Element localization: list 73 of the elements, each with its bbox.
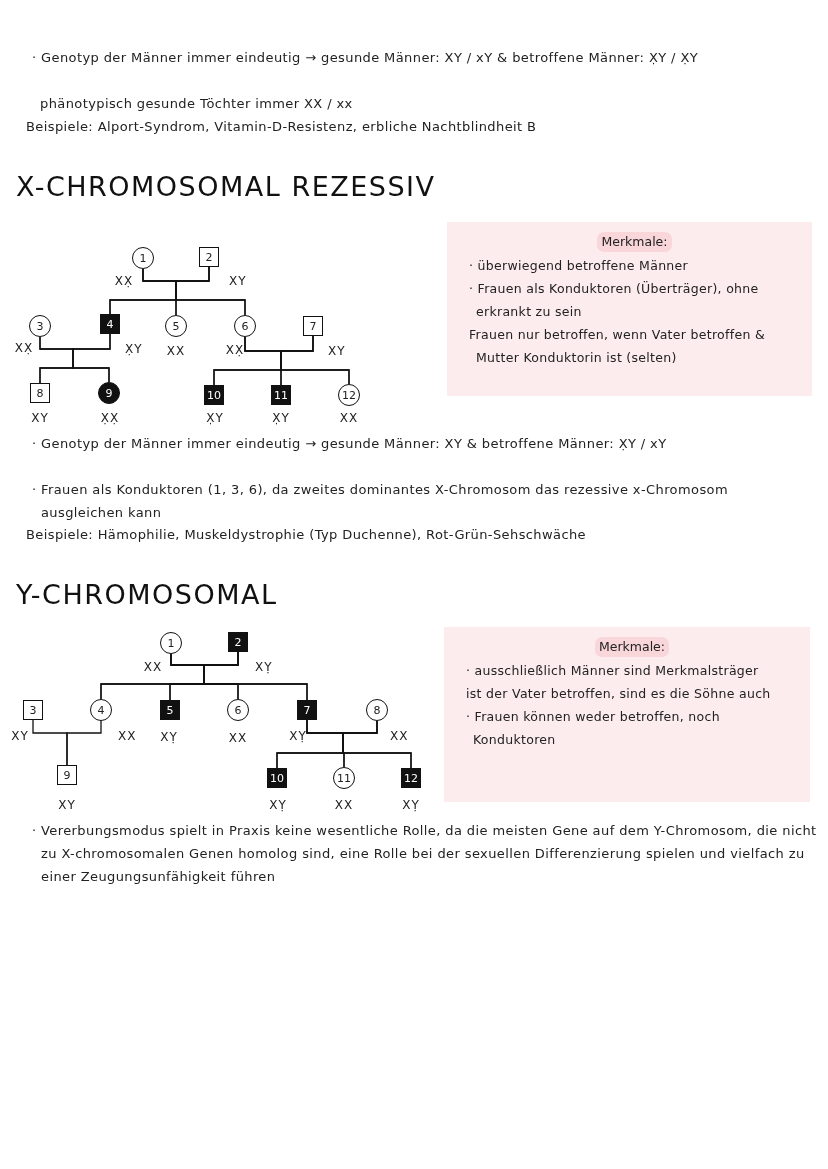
note-text: · Vererbungsmodus spielt in Praxis keine wesentliche Rolle, da die meisten Gene auf dem Y-Chromosom, die nicht zu X-chromosomalen Genen homolog sind, eine Rolle bei der sexuellen Differenzierung spielen und vielfach zu einer Zeugungsunfähigkeit führen bbox=[32, 822, 818, 886]
genotype-label: XỴ bbox=[160, 730, 178, 744]
genotype-label: XY bbox=[58, 798, 76, 812]
pedigree-line bbox=[66, 720, 102, 766]
pedigree-line bbox=[342, 720, 412, 769]
genotype-label: XỴ bbox=[269, 798, 287, 812]
note-text: Beispiele: Alport-Syndrom, Vitamin-D-Resistenz, erbliche Nachtblindheit B bbox=[26, 118, 538, 136]
pedigree-line bbox=[72, 333, 111, 383]
genotype-label: XX bbox=[334, 798, 354, 812]
genotype-label: XX bbox=[390, 729, 409, 743]
feature-text: · Frauen können weder betroffen, noch Konduktoren bbox=[466, 708, 721, 749]
male-symbol: 7 bbox=[303, 316, 323, 336]
genotype-label: XX̣ bbox=[14, 341, 34, 355]
female-symbol: 8 bbox=[366, 699, 388, 721]
genotype-label: XX bbox=[118, 729, 137, 743]
female-symbol: 1 bbox=[132, 247, 154, 269]
affected-male-symbol: 12 bbox=[401, 768, 421, 788]
note-text: phänotypisch gesunde Töchter immer XX / xx bbox=[40, 95, 354, 113]
female-symbol: 3 bbox=[29, 315, 51, 337]
affected-male-symbol: 4 bbox=[100, 314, 120, 334]
note-text: · Genotyp der Männer immer eindeutig → gesunde Männer: XY & betroffene Männer: X̣Y / xY bbox=[32, 435, 668, 453]
male-symbol: 3 bbox=[23, 700, 43, 720]
genotype-label: X̣Y bbox=[206, 411, 224, 425]
female-symbol: 6 bbox=[227, 699, 249, 721]
female-symbol: 11 bbox=[333, 767, 355, 789]
affected-male-symbol: 10 bbox=[204, 385, 224, 405]
feature-text: · ausschließlich Männer sind Merkmalsträger bbox=[466, 662, 760, 680]
genotype-label: XX̣ bbox=[114, 274, 134, 288]
feature-panel bbox=[444, 627, 810, 802]
note-text: · Frauen als Konduktoren (1, 3, 6), da zweites dominantes X-Chromosom das rezessive x-Chromosom ausgleichen kann bbox=[32, 481, 729, 522]
panel-heading: Merkmale: bbox=[594, 637, 670, 657]
genotype-label: XX bbox=[166, 344, 186, 358]
genotype-label: X̣X̣ bbox=[100, 411, 120, 425]
genotype-label: XY bbox=[31, 411, 49, 425]
note-text: Beispiele: Hämophilie, Muskeldystrophie (Typ Duchenne), Rot-Grün-Sehschwäche bbox=[26, 526, 587, 544]
panel-heading: Merkmale: bbox=[597, 232, 672, 252]
affected-male-symbol: 7 bbox=[297, 700, 317, 720]
male-symbol: 9 bbox=[57, 765, 77, 785]
male-symbol: 8 bbox=[30, 383, 50, 403]
female-symbol: 6 bbox=[234, 315, 256, 337]
genotype-label: XỴ bbox=[289, 729, 307, 743]
affected-male-symbol: 2 bbox=[228, 632, 248, 652]
pedigree-line bbox=[175, 266, 246, 316]
genotype-label: XỴ bbox=[255, 660, 273, 674]
affected-male-symbol: 5 bbox=[160, 700, 180, 720]
female-symbol: 12 bbox=[338, 384, 360, 406]
female-symbol: 1 bbox=[160, 632, 182, 654]
genotype-label: XY bbox=[11, 729, 29, 743]
genotype-label: XY bbox=[229, 274, 247, 288]
genotype-label: X̣Y bbox=[272, 411, 290, 425]
pedigree-line bbox=[203, 651, 308, 701]
genotype-label: XX bbox=[143, 660, 163, 674]
note-text: · Genotyp der Männer immer eindeutig → gesunde Männer: XY / xY & betroffene Männer: X̣Y / X̣Y bbox=[32, 49, 700, 67]
genotype-label: XỴ bbox=[402, 798, 420, 812]
genotype-label: XX bbox=[339, 411, 359, 425]
affected-male-symbol: 11 bbox=[271, 385, 291, 405]
genotype-label: XX̣ bbox=[225, 343, 245, 357]
feature-text: · Frauen als Konduktoren (Überträger), ohne erkrankt zu sein bbox=[469, 280, 760, 321]
genotype-label: X̣Y bbox=[125, 342, 143, 356]
female-symbol: 4 bbox=[90, 699, 112, 721]
section-heading: X-CHROMOSOMAL REZESSIV bbox=[16, 170, 437, 204]
feature-text: ist der Vater betroffen, sind es die Söhne auch bbox=[466, 685, 772, 703]
feature-text: · überwiegend betroffene Männer bbox=[469, 257, 689, 275]
feature-text: Frauen nur betroffen, wenn Vater betroffen & Mutter Konduktorin ist (selten) bbox=[469, 326, 766, 367]
section-heading: Y-CHROMOSOMAL bbox=[16, 578, 279, 612]
genotype-label: XY bbox=[328, 344, 346, 358]
affected-male-symbol: 10 bbox=[267, 768, 287, 788]
female-symbol: 5 bbox=[165, 315, 187, 337]
pedigree-line bbox=[280, 335, 350, 385]
feature-panel bbox=[447, 222, 812, 396]
affected-female-symbol: 9 bbox=[98, 382, 120, 404]
genotype-label: XX bbox=[228, 731, 248, 745]
male-symbol: 2 bbox=[199, 247, 219, 267]
